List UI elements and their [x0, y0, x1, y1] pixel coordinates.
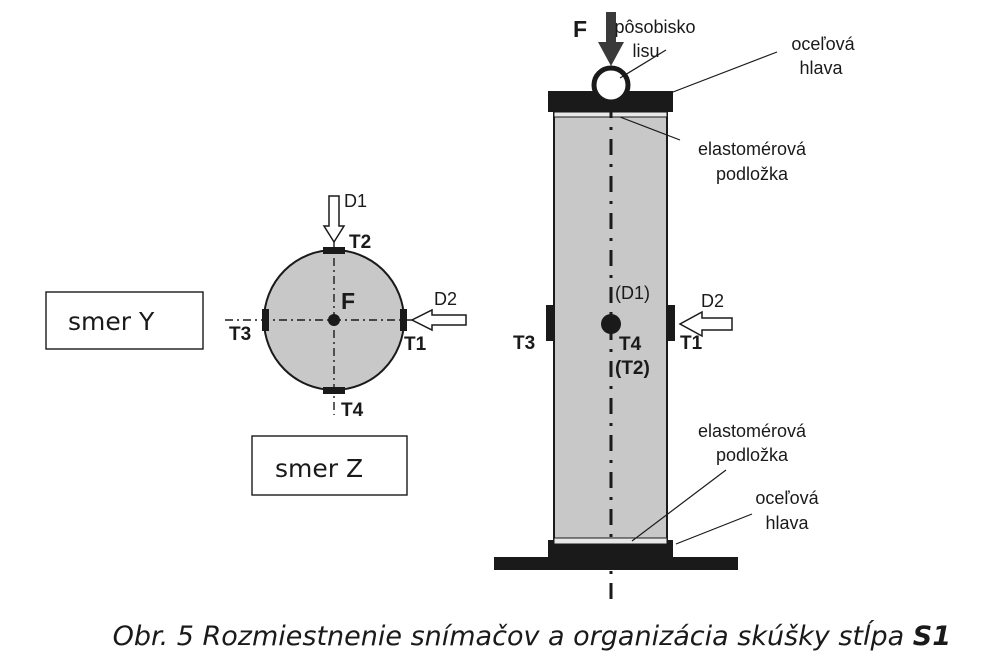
- t1-plan-label: T1: [404, 334, 427, 355]
- d2-plan-arrow-icon: [410, 308, 467, 332]
- t1-side-label: T1: [680, 333, 703, 354]
- figure-caption-text: Obr. 5 Rozmiestnenie snímačov a organizá…: [113, 620, 913, 652]
- sensor-t2-plan: [323, 247, 345, 254]
- sensor-t4-plan: [323, 387, 345, 394]
- steel-head-top-label-2: hlava: [799, 58, 843, 78]
- t2-plan-label: T2: [349, 232, 371, 253]
- sensor-t1-plan: [400, 309, 407, 331]
- steel-head-top-label-1: oceľová: [791, 34, 855, 54]
- figure-caption-bold: S1: [913, 621, 951, 652]
- direction-y-box: smer Y: [45, 291, 204, 350]
- sensor-t3-plan: [262, 309, 269, 331]
- elastomer-pad-bottom: [553, 537, 668, 545]
- t2-side-label: (T2): [615, 358, 650, 379]
- direction-z-box: smer Z: [251, 435, 408, 496]
- figure-caption: Obr. 5 Rozmiestnenie snímačov a organizá…: [113, 620, 951, 652]
- force-center-label: F: [341, 288, 355, 314]
- sensor-t3-side: [546, 305, 554, 341]
- base-plate: [494, 557, 738, 570]
- elastomer-bottom-label-2: podložka: [716, 445, 789, 465]
- leader-elastomer-top: [619, 116, 681, 141]
- leader-press-point: [619, 49, 667, 79]
- t3-side-label: T3: [513, 333, 535, 354]
- d1-side-label: (D1): [615, 283, 650, 303]
- leader-steel-head-top: [659, 51, 778, 98]
- press-point-label-2: lisu: [632, 41, 659, 61]
- sensor-t1-side: [667, 305, 675, 341]
- d2-side-arrow-icon: [678, 310, 733, 338]
- leader-elastomer-bottom: [631, 469, 727, 542]
- t4-plan-label: T4: [341, 400, 364, 421]
- plan-center-point: [328, 314, 340, 326]
- side-view: F pôsobisko lisu oceľová hlava elastomér…: [494, 12, 856, 608]
- leader-steel-head-bottom: [675, 513, 753, 545]
- d2-side-label: D2: [701, 291, 724, 311]
- direction-y-label: smer Y: [68, 307, 155, 336]
- force-label: F: [573, 16, 587, 42]
- d1-plan-label: D1: [344, 191, 367, 211]
- side-center-point: [601, 314, 621, 334]
- press-ball: [591, 65, 631, 105]
- direction-z-label: smer Z: [275, 454, 363, 483]
- d1-plan-arrow-icon: [322, 195, 346, 244]
- force-arrow-icon: [598, 12, 624, 66]
- d2-plan-label: D2: [434, 289, 457, 309]
- t4-side-label: T4: [619, 334, 642, 355]
- elastomer-top-label-2: podložka: [716, 164, 789, 184]
- t3-plan-label: T3: [229, 324, 251, 345]
- steel-head-bottom-label-1: oceľová: [755, 488, 819, 508]
- steel-head-bottom-label-2: hlava: [765, 513, 809, 533]
- elastomer-bottom-label-1: elastomérová: [698, 421, 807, 441]
- elastomer-top-label-1: elastomérová: [698, 139, 807, 159]
- press-point-label-1: pôsobisko: [614, 17, 695, 37]
- plan-view: D1 T2 F D2 T3 T1 T4: [225, 191, 467, 421]
